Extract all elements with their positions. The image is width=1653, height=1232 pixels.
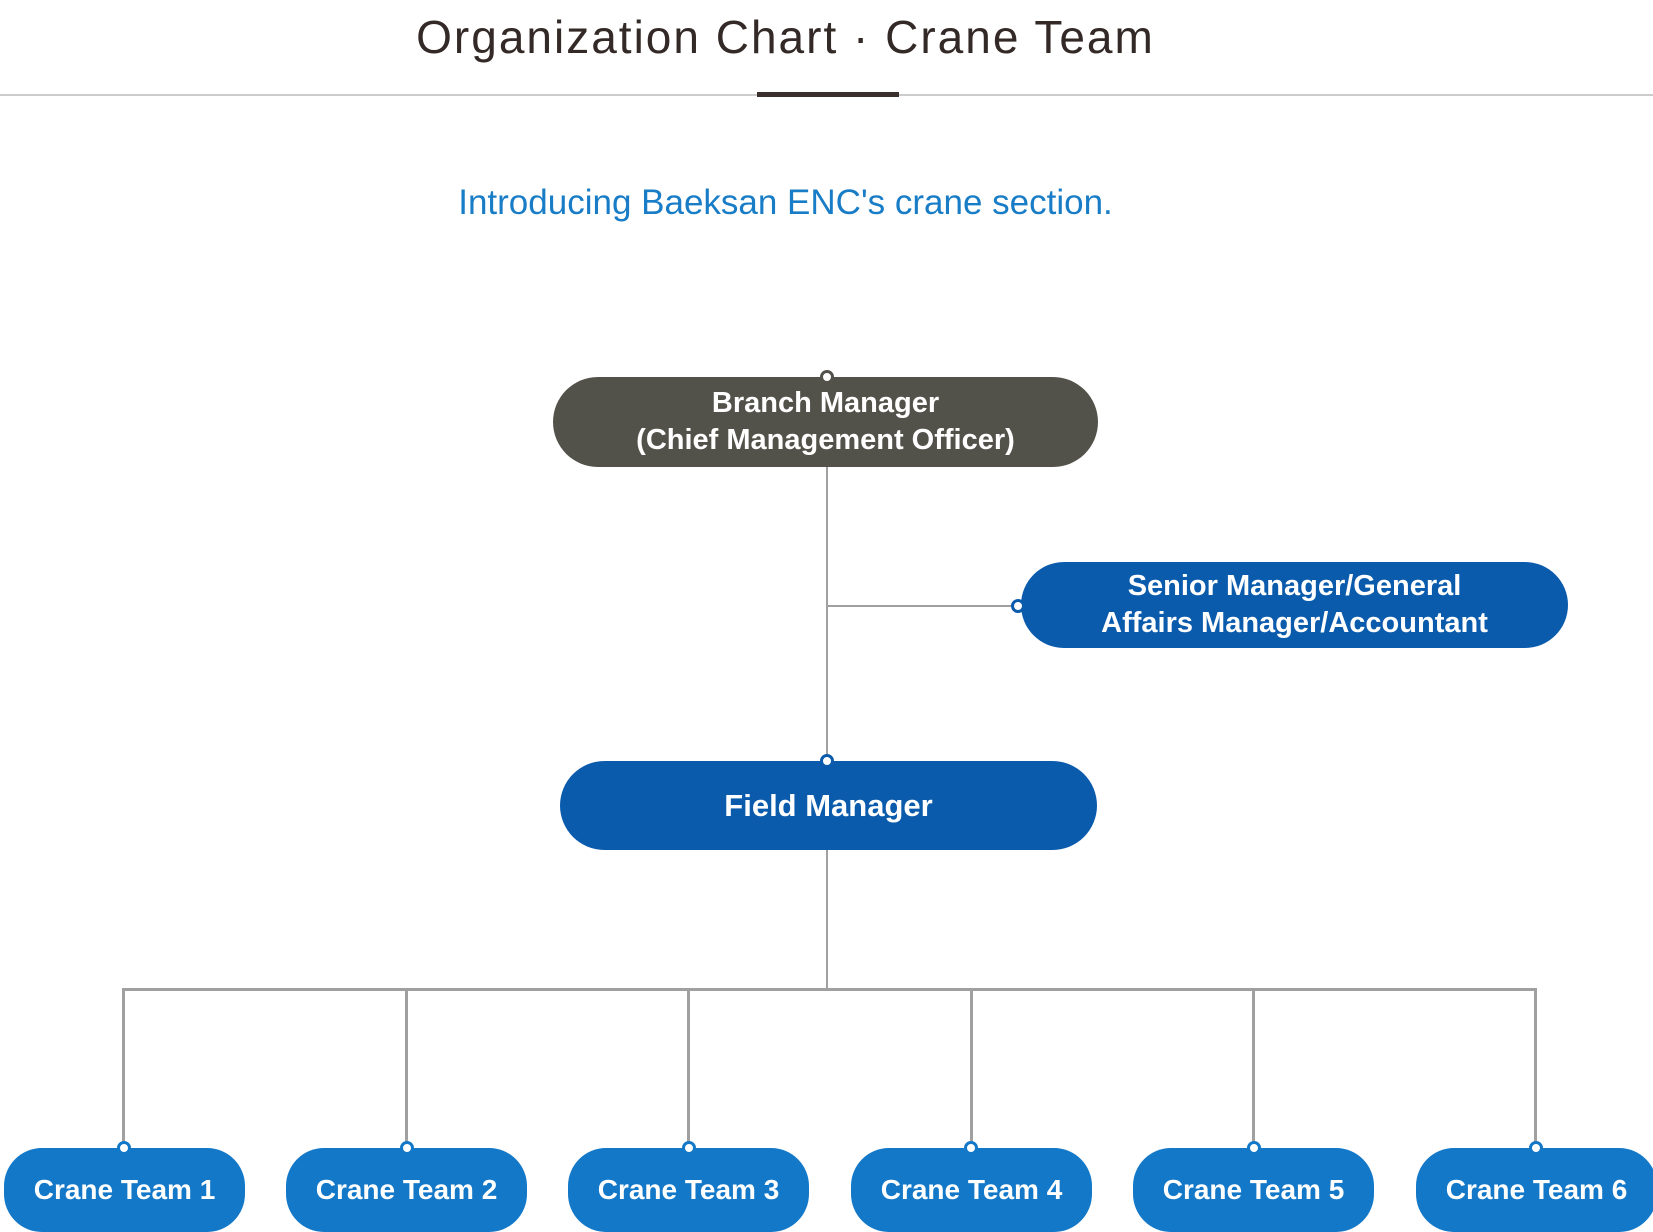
node-crane-team-1: Crane Team 1 <box>4 1148 245 1232</box>
dot-team-4-top <box>964 1141 978 1155</box>
node-field-manager: Field Manager <box>560 761 1097 850</box>
page-title: Organization Chart · Crane Team <box>416 11 1155 63</box>
dot-team-3-top <box>682 1141 696 1155</box>
node-crane-team-5: Crane Team 5 <box>1133 1148 1374 1232</box>
node-branch-manager-line2: (Chief Management Officer) <box>636 424 1015 456</box>
connector-branch-to-staff <box>827 605 1018 607</box>
node-crane-team-3-label: Crane Team 3 <box>597 1174 780 1206</box>
node-crane-team-3: Crane Team 3 <box>568 1148 809 1232</box>
dot-team-2-top <box>400 1141 414 1155</box>
connector-stub-team-2 <box>405 988 408 1148</box>
node-crane-team-1-label: Crane Team 1 <box>33 1174 216 1206</box>
node-crane-team-4-label: Crane Team 4 <box>880 1174 1063 1206</box>
dot-team-1-top <box>117 1141 131 1155</box>
node-crane-team-4: Crane Team 4 <box>851 1148 1092 1232</box>
connector-stub-team-5 <box>1252 988 1255 1148</box>
connector-stub-team-3 <box>687 988 690 1148</box>
connector-stub-team-1 <box>122 988 125 1148</box>
dot-root-top <box>820 370 834 384</box>
node-staff: Senior Manager/General Affairs Manager/A… <box>1021 562 1568 648</box>
node-crane-team-6: Crane Team 6 <box>1416 1148 1653 1232</box>
node-branch-manager-line1: Branch Manager <box>711 386 940 419</box>
connector-field-to-bus <box>826 848 828 988</box>
node-staff-line1: Senior Manager/General <box>1127 569 1462 602</box>
dot-team-5-top <box>1247 1141 1261 1155</box>
dot-team-6-top <box>1529 1141 1543 1155</box>
dot-staff-left <box>1011 599 1025 613</box>
node-crane-team-2: Crane Team 2 <box>286 1148 527 1232</box>
page-subtitle: Introducing Baeksan ENC's crane section. <box>458 183 1113 222</box>
node-crane-team-2-label: Crane Team 2 <box>315 1174 498 1206</box>
node-field-manager-label: Field Manager <box>724 787 933 823</box>
connector-distributor-bus <box>122 988 1536 991</box>
node-crane-team-6-label: Crane Team 6 <box>1445 1174 1628 1206</box>
header-divider <box>0 92 1653 97</box>
dot-field-top <box>820 754 834 768</box>
connector-root-to-field <box>826 465 828 758</box>
connector-stub-team-6 <box>1534 988 1537 1148</box>
node-crane-team-5-label: Crane Team 5 <box>1162 1174 1345 1206</box>
node-branch-manager: Branch Manager (Chief Management Officer… <box>553 377 1098 467</box>
header-divider-accent <box>757 92 899 97</box>
connector-stub-team-4 <box>970 988 973 1148</box>
node-staff-line2: Affairs Manager/Accountant <box>1101 607 1488 639</box>
